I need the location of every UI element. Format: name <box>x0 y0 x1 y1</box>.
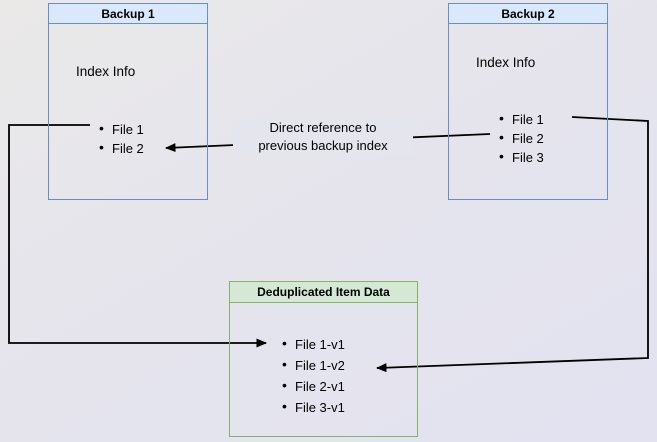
list-item: File 3 <box>499 147 544 167</box>
edge-label-line2: previous backup index <box>258 138 388 153</box>
node-backup2-file-list: File 1 File 2 File 3 <box>499 109 544 167</box>
list-item: File 2 <box>499 128 544 148</box>
node-backup2-title: Backup 2 <box>449 4 607 24</box>
list-item: File 1-v1 <box>282 333 345 355</box>
node-dedup-file-list: File 1-v1 File 1-v2 File 2-v1 File 3-v1 <box>282 333 345 418</box>
list-item: File 1 <box>99 119 144 139</box>
arrow-backup2-file1-to-dedup-file1v2 <box>376 116 649 373</box>
list-item: File 2-v1 <box>282 375 345 397</box>
list-item: File 3-v1 <box>282 396 345 418</box>
node-dedup-title: Deduplicated Item Data <box>230 282 417 303</box>
list-item: File 1 <box>499 109 544 129</box>
node-backup2-index-label: Index Info <box>476 55 536 70</box>
arrow-backup1-file1-to-dedup-file1v1 <box>8 124 267 348</box>
node-backup1-index-label: Index Info <box>76 64 136 79</box>
node-backup1-title: Backup 1 <box>49 4 207 24</box>
node-backup1-file-list: File 1 File 2 <box>99 119 144 158</box>
node-backup1: Backup 1 Index Info File 1 File 2 <box>48 3 208 200</box>
node-backup2: Backup 2 Index Info File 1 File 2 File 3 <box>448 3 608 200</box>
list-item: File 1-v2 <box>282 354 345 376</box>
edge-label-line1: Direct reference to <box>269 120 377 135</box>
list-item: File 2 <box>99 138 144 158</box>
node-deduplicated-item-data: Deduplicated Item Data File 1-v1 File 1-… <box>229 281 418 437</box>
edge-label-direct-reference: Direct reference to previous backup inde… <box>233 119 413 155</box>
